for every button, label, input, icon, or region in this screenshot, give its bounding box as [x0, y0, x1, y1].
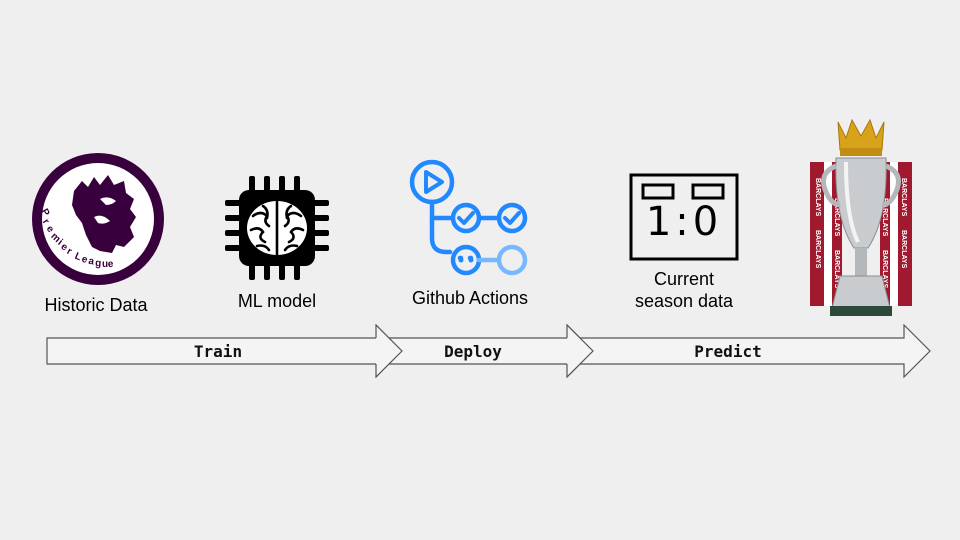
- svg-text:BARCLAYS: BARCLAYS: [900, 178, 907, 217]
- github-actions-icon: [408, 156, 532, 280]
- svg-text:BARCLAYS: BARCLAYS: [833, 250, 840, 289]
- current-season-label-line2: season data: [634, 291, 734, 311]
- svg-text:BARCLAYS: BARCLAYS: [833, 198, 840, 237]
- scoreboard-score: 1:0: [645, 199, 723, 245]
- github-actions-label: Github Actions: [411, 288, 529, 308]
- historic-data-label: Historic Data: [44, 295, 148, 315]
- premier-league-trophy: BARCLAYS BARCLAYS BARCLAYS BARCLAYS BARC…: [806, 118, 916, 318]
- scoreboard-icon: [629, 173, 739, 261]
- ml-model-label: ML model: [237, 291, 317, 311]
- deploy-arrow-tip: [567, 324, 595, 378]
- svg-text:BARCLAYS: BARCLAYS: [900, 230, 907, 269]
- train-label: Train: [193, 342, 243, 361]
- predict-label: Predict: [694, 342, 762, 361]
- deploy-label: Deploy: [444, 342, 502, 361]
- svg-text:BARCLAYS: BARCLAYS: [881, 198, 888, 237]
- svg-text:BARCLAYS: BARCLAYS: [881, 250, 888, 289]
- train-arrow-tip: [376, 324, 404, 378]
- brain-chip-icon: [223, 174, 331, 282]
- svg-text:BARCLAYS: BARCLAYS: [814, 178, 821, 217]
- current-season-label-line1: Current: [653, 269, 715, 289]
- svg-text:BARCLAYS: BARCLAYS: [814, 230, 821, 269]
- premier-league-logo: [30, 151, 166, 287]
- predict-arrow: [576, 324, 932, 378]
